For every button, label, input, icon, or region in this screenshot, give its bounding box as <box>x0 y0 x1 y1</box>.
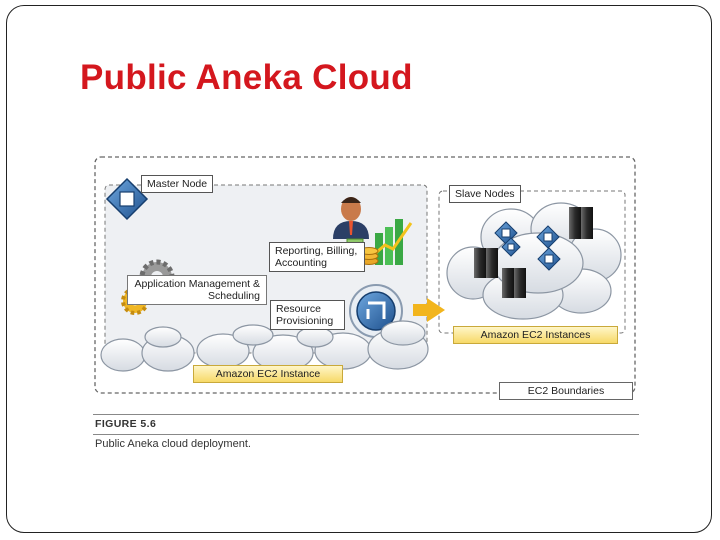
arrow-to-slaves <box>413 298 445 322</box>
slide-title: Public Aneka Cloud <box>80 58 413 97</box>
reporting-label: Reporting, Billing, Accounting <box>269 242 365 272</box>
figure-number: FIGURE 5.6 <box>95 418 157 430</box>
resource-provisioning-label: Resource Provisioning <box>270 300 345 330</box>
ec2-instance-label: Amazon EC2 Instance <box>193 365 343 383</box>
person-icon <box>333 197 369 239</box>
caption-rule <box>93 434 639 435</box>
server-icon <box>569 207 593 239</box>
deployment-diagram: Master Node Slave Nodes Reporting, Billi… <box>93 155 639 405</box>
slave-node-icon <box>537 247 561 271</box>
caption-rule-top <box>93 414 639 415</box>
diagram-graphics <box>94 156 636 394</box>
ec2-instances-label: Amazon EC2 Instances <box>453 326 618 344</box>
server-icon <box>474 248 498 278</box>
server-icon <box>502 268 526 298</box>
slave-node-icon <box>536 225 560 249</box>
figure-caption: Public Aneka cloud deployment. <box>95 438 251 450</box>
ec2-boundaries-label: EC2 Boundaries <box>499 382 633 400</box>
master-cloud <box>100 320 429 372</box>
slave-node-icon <box>501 237 521 257</box>
slave-nodes-label: Slave Nodes <box>449 185 521 203</box>
app-management-label: Application Management & Scheduling <box>127 275 267 305</box>
master-node-label: Master Node <box>141 175 214 193</box>
master-node-diamond <box>105 177 149 221</box>
